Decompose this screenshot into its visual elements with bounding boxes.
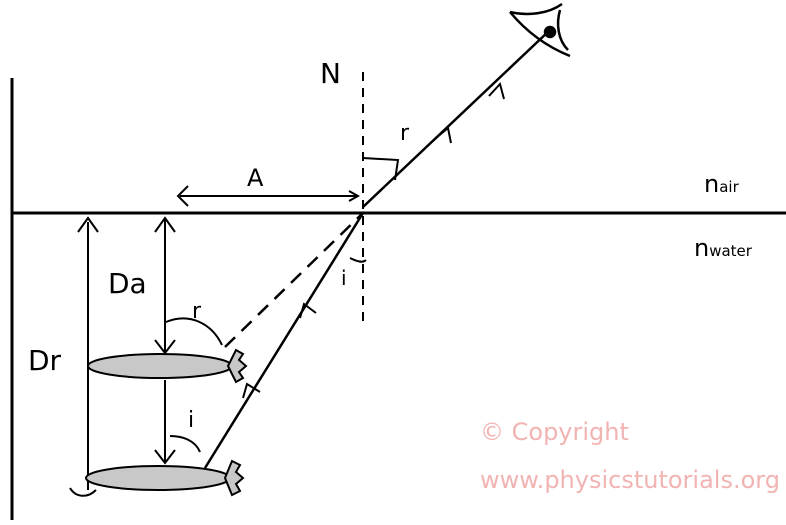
eye-icon (509, 2, 571, 58)
normal-label: N (320, 57, 341, 90)
incident-ray-water (203, 212, 365, 469)
ray-arrow-air-lower (435, 126, 452, 144)
ray-arrow-water-upper (299, 302, 317, 319)
apparent-depth-arrow-top (154, 216, 176, 233)
incidence-angle-fish-label: i (188, 408, 194, 433)
incidence-angle-normal-label: i (341, 266, 347, 290)
n-water-symbol: n (694, 234, 709, 262)
angle-arc-r-top (362, 157, 400, 181)
n-air-symbol: n (704, 170, 719, 198)
ray-arrow-water-lower (242, 382, 261, 399)
real-depth-label: Dr (28, 344, 62, 377)
watermark-url: www.physicstutorials.org (480, 466, 780, 494)
ray-arrow-air-upper (488, 81, 505, 100)
apparent-ray-dashed (224, 212, 364, 348)
n-air-subscript: air (719, 178, 739, 196)
real-fish-icon (85, 459, 245, 497)
refraction-angle-top-label: r (400, 121, 410, 146)
angle-arc-i-normal (349, 257, 367, 263)
distance-a-arrow-left (176, 185, 189, 207)
watermark-copyright: © Copyright (480, 418, 629, 446)
refraction-angle-fish-label: r (192, 299, 202, 324)
n-water-label: nwater (694, 234, 753, 262)
distance-a-label: A (247, 164, 264, 192)
n-water-subscript: water (709, 242, 753, 260)
apparent-depth-label: Da (108, 267, 147, 300)
apparent-depth-arrow-bottom (154, 339, 176, 355)
fish-connector-arrow-head (154, 449, 176, 465)
angle-arc-r-fish (165, 317, 223, 346)
refracted-ray-air (362, 29, 551, 208)
real-depth-arrow-top (77, 216, 99, 233)
real-depth-arrow-bottom (69, 487, 97, 497)
angle-arc-i-fish (169, 435, 201, 453)
n-air-label: nair (704, 170, 740, 198)
apparent-fish-icon (87, 348, 248, 384)
